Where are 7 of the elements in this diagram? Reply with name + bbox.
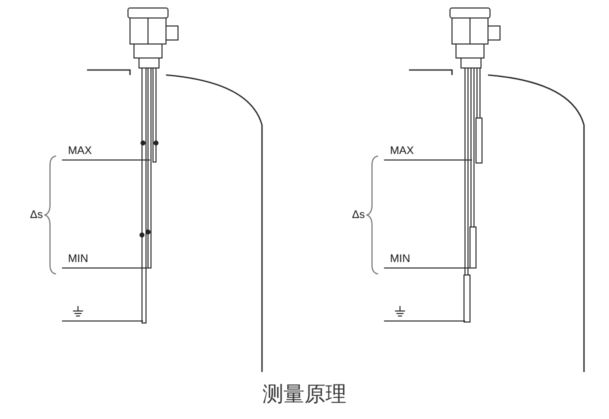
level-label: MAX	[390, 145, 414, 157]
level-label: MIN	[390, 253, 410, 265]
span-label: Δs	[30, 209, 43, 221]
span-label: Δs	[352, 209, 365, 221]
caption: 测量原理	[262, 381, 348, 408]
level-label: MAX	[68, 145, 92, 157]
level-label: MIN	[68, 253, 88, 265]
